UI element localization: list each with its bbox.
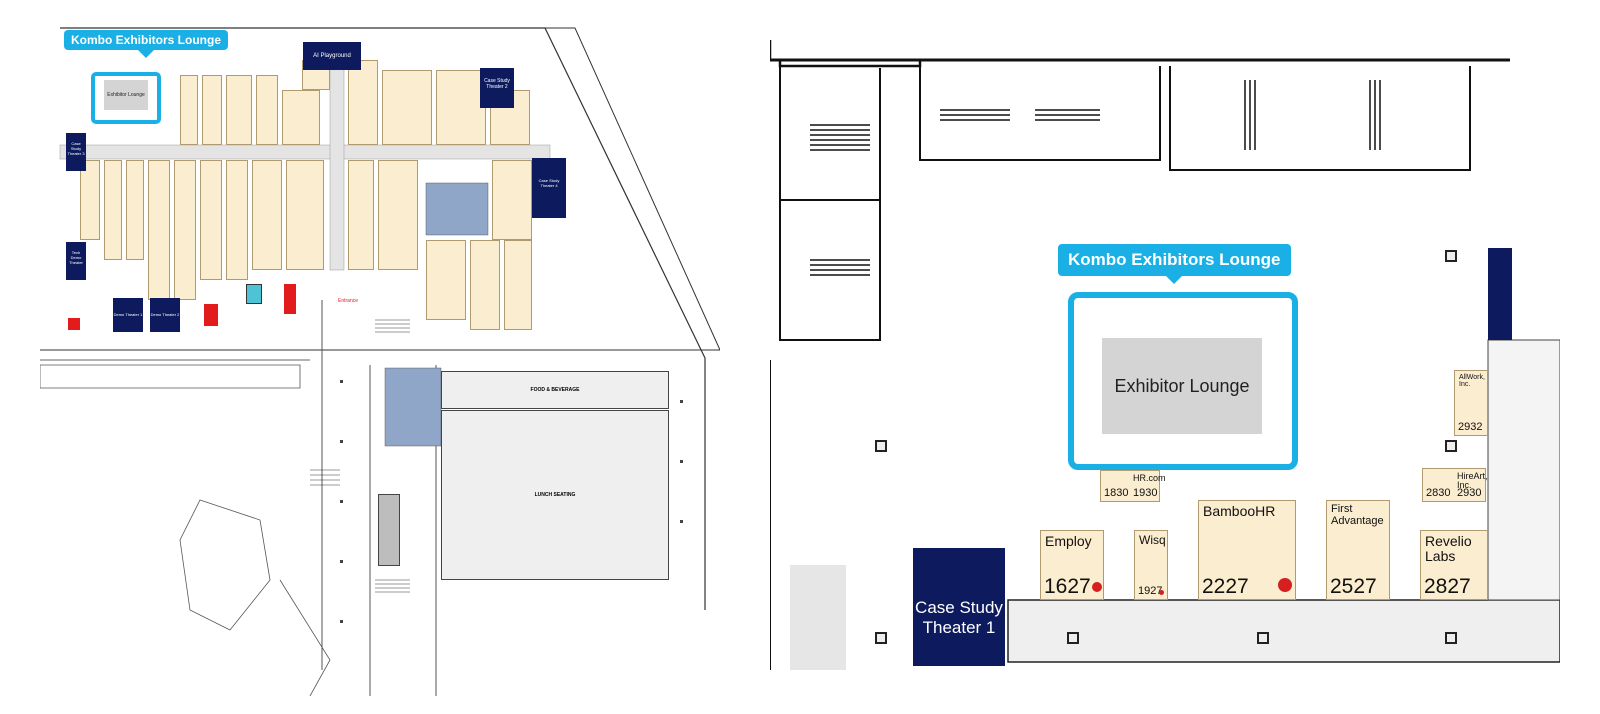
overview-floor-map[interactable]: AI Playground Case Study Theater 2 Case …	[40, 20, 720, 696]
lunch-seating-label: LUNCH SEATING	[534, 492, 576, 498]
exhibitor-lounge-highlight[interactable]	[1068, 292, 1298, 470]
zoomed-floor-map[interactable]: Exhibitor Lounge Kombo Exhibitors Lounge…	[770, 30, 1560, 686]
demo-theater-1-label: Demo Theater 1	[113, 312, 143, 317]
case-study-theater-1-label: Case Study Theater 1	[915, 598, 1003, 637]
booth-1927-number: 1927	[1138, 585, 1163, 597]
column-icon	[875, 632, 887, 644]
case-study-theater-2: Case Study Theater 2	[480, 68, 514, 108]
red-badge-icon	[284, 284, 296, 314]
booth-hrcom[interactable]: HR.com 1830 1930	[1100, 470, 1166, 502]
booth-wisq-name: Wisq	[1139, 533, 1166, 547]
booth-1830-number: 1830	[1104, 487, 1129, 499]
booth-2830-number: 2830	[1426, 487, 1451, 499]
booth-hireart-name: HireArt, Inc.	[1457, 471, 1488, 491]
red-badge-icon	[68, 318, 80, 330]
red-badge-icon	[1278, 578, 1292, 592]
case-study-theater-2-label: Case Study Theater 2	[484, 78, 510, 90]
booth-revelio-name: Revelio Labs	[1425, 533, 1472, 564]
food-beverage-area: FOOD & BEVERAGE	[441, 371, 669, 409]
case-study-theater-1[interactable]: Case Study Theater 1	[913, 548, 1005, 666]
exhibitor-lounge-small: Exhibitor Lounge	[104, 80, 148, 110]
ai-playground-label: AI Playground	[313, 53, 351, 59]
ai-playground: AI Playground	[303, 42, 361, 70]
exhibitor-lounge-small-label: Exhibitor Lounge	[107, 92, 145, 98]
booth-2527-number: 2527	[1330, 575, 1377, 598]
booth-revelio[interactable]: Revelio Labs 2827	[1420, 530, 1488, 600]
booth-1930-number: 1930	[1133, 487, 1158, 499]
red-badge-icon	[204, 304, 218, 326]
booth-allwork-name: AllWork, Inc.	[1459, 374, 1485, 389]
tech-demo-theater: Tech Demo Theater	[66, 242, 86, 280]
zoom-floorplan-lines	[770, 40, 1560, 670]
column-icon	[1445, 250, 1457, 262]
booth-employ-name: Employ	[1045, 533, 1092, 549]
booth-2932-number: 2932	[1458, 421, 1483, 433]
cyan-kiosk	[246, 284, 262, 304]
column-icon	[1445, 632, 1457, 644]
booth-wisq[interactable]: Wisq 1927	[1134, 530, 1168, 600]
column-icon	[1445, 440, 1457, 452]
column-icon	[875, 440, 887, 452]
registration-desk	[378, 494, 400, 566]
booth-2827-number: 2827	[1424, 575, 1471, 598]
booth-first-advantage-name: First Advantage	[1331, 503, 1384, 527]
demo-theater-1: Demo Theater 1	[113, 298, 143, 332]
booth-hireart[interactable]: HireArt, Inc. 2830 2930	[1422, 468, 1488, 502]
case-study-theater-3: Case Study Theater 3	[66, 133, 86, 171]
booth-employ[interactable]: Employ 1627	[1040, 530, 1104, 600]
red-badge-icon	[1092, 582, 1102, 592]
tech-demo-theater-label: Tech Demo Theater	[69, 250, 83, 265]
demo-theater-2: Demo Theater 2	[150, 298, 180, 332]
column-icon	[1067, 632, 1079, 644]
booth-first-advantage[interactable]: First Advantage 2527	[1326, 500, 1390, 600]
red-badge-icon	[1159, 590, 1164, 595]
callout-kombo-small-text: Kombo Exhibitors Lounge	[71, 33, 221, 47]
exhibitor-lounge-highlight-small[interactable]	[91, 72, 161, 124]
lunch-seating-area: LUNCH SEATING	[441, 410, 669, 580]
column-icon	[1257, 632, 1269, 644]
entrance-label: Entrance	[338, 298, 359, 304]
booth-allwork[interactable]: AllWork, Inc. 2932	[1454, 370, 1488, 436]
booth-2227-number: 2227	[1202, 575, 1249, 598]
exhibitor-lounge[interactable]: Exhibitor Lounge	[1102, 338, 1262, 434]
exhibitor-lounge-label: Exhibitor Lounge	[1114, 375, 1250, 396]
callout-kombo-text: Kombo Exhibitors Lounge	[1068, 250, 1281, 269]
callout-kombo-small: Kombo Exhibitors Lounge	[64, 30, 228, 58]
demo-theater-2-label: Demo Theater 2	[150, 312, 180, 317]
overview-floorplan-lines	[40, 27, 720, 696]
booth-1627-number: 1627	[1044, 575, 1091, 598]
case-study-theater-4-label: Case Study Theater 4	[538, 178, 560, 188]
case-study-theater-4: Case Study Theater 4	[532, 158, 566, 218]
booth-hrcom-name: HR.com	[1133, 473, 1166, 483]
callout-kombo: Kombo Exhibitors Lounge	[1058, 244, 1291, 284]
food-beverage-label: FOOD & BEVERAGE	[530, 387, 580, 393]
case-study-theater-3-label: Case Study Theater 3	[67, 141, 85, 156]
booth-2930-number: 2930	[1457, 487, 1482, 499]
booth-bamboohr-name: BambooHR	[1203, 503, 1276, 519]
